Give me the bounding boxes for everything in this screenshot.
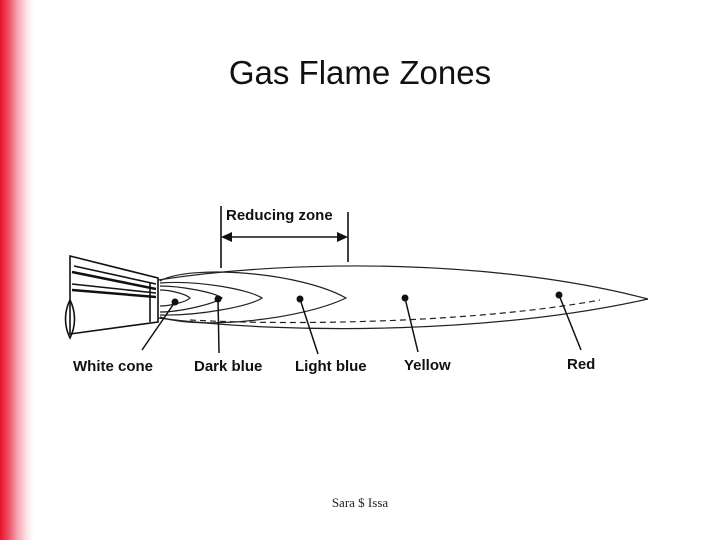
zone-white-cone: White cone [73,298,179,375]
light-blue-leader [299,298,319,355]
zone-yellow: Yellow [401,294,451,374]
white-cone-label: White cone [73,358,153,375]
bracket-right-arrow [337,232,348,242]
zone-light-blue: Light blue [295,295,367,375]
yellow-label: Yellow [404,357,451,374]
zone-dark-blue: Dark blue [194,295,262,375]
slide-title: Gas Flame Zones [228,54,492,91]
dark-blue-label: Dark blue [194,358,262,375]
reducing-zone-label: Reducing zone [226,207,333,224]
reducing-zone-bracket: Reducing zone [220,206,349,268]
slide-footer: Sara $ Issa [331,495,389,510]
dark-blue-leader [217,298,220,354]
slide-accent-bar [0,0,34,540]
torch-nozzle-icon [64,254,159,340]
bracket-left-arrow [221,232,232,242]
light-blue-label: Light blue [295,358,367,375]
white-cone-leader [141,301,176,351]
flame-outline [157,265,649,330]
red-label: Red [567,356,595,373]
yellow-leader [404,297,419,353]
zone-red: Red [555,291,595,373]
red-leader [558,294,582,351]
